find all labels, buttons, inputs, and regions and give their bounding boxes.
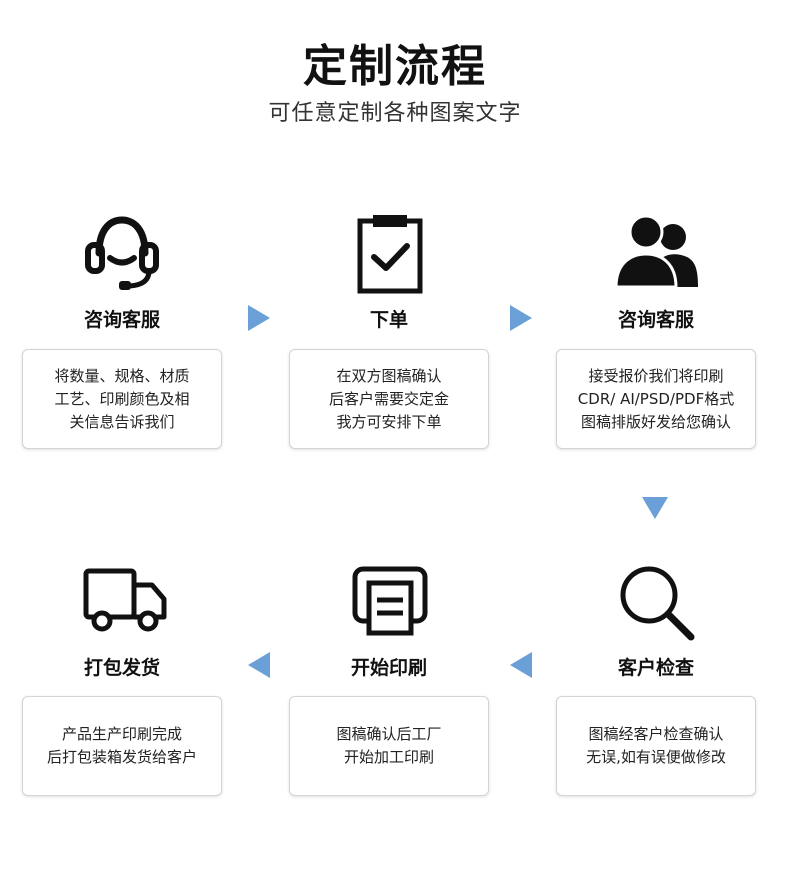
step-desc-check: 图稿经客户检查确认 无误,如有误便做修改 — [556, 696, 756, 796]
magnifier-icon — [611, 557, 701, 647]
desc-line: 开始加工印刷 — [343, 748, 434, 766]
step-title-ship: 打包发货 — [83, 657, 160, 679]
desc-line: 在双方图稿确认 — [336, 366, 442, 385]
page-title: 定制流程 — [303, 41, 487, 92]
arrow-left-icon — [248, 652, 270, 678]
step-title-consult: 咨询客服 — [83, 309, 160, 331]
desc-line: 无误,如有误便做修改 — [586, 748, 726, 766]
printer-icon — [345, 555, 435, 645]
desc-line: 图稿确认后工厂 — [336, 725, 442, 743]
desc-line: CDR/ AI/PSD/PDF格式 — [577, 389, 735, 408]
step-desc-print: 图稿确认后工厂 开始加工印刷 — [289, 696, 489, 796]
clipboard-check-icon — [345, 207, 435, 297]
step-title-order: 下单 — [369, 309, 408, 331]
truck-icon — [80, 553, 170, 643]
desc-line: 产品生产印刷完成 — [61, 725, 182, 743]
arrow-right-icon — [248, 305, 270, 331]
desc-line: 后打包装箱发货给客户 — [46, 748, 197, 766]
step-desc-consult: 将数量、规格、材质 工艺、印刷颜色及相 关信息告诉我们 — [22, 349, 222, 449]
desc-line: 将数量、规格、材质 — [54, 366, 190, 385]
page-subtitle: 可任意定制各种图案文字 — [268, 101, 522, 126]
desc-line: 图稿排版好发给您确认 — [580, 412, 731, 431]
step-title-check: 客户检查 — [617, 657, 694, 679]
step-desc-ship: 产品生产印刷完成 后打包装箱发货给客户 — [22, 696, 222, 796]
headset-icon — [77, 207, 167, 297]
desc-line: 我方可安排下单 — [336, 412, 442, 431]
desc-line: 接受报价我们将印刷 — [588, 366, 724, 385]
desc-line: 工艺、印刷颜色及相 — [54, 389, 190, 408]
desc-line: 后客户需要交定金 — [328, 389, 449, 408]
arrow-right-icon — [510, 305, 532, 331]
step-title-print: 开始印刷 — [350, 657, 427, 679]
users-icon — [611, 207, 701, 297]
step-title-quote: 咨询客服 — [617, 309, 694, 331]
step-desc-quote: 接受报价我们将印刷 CDR/ AI/PSD/PDF格式 图稿排版好发给您确认 — [556, 349, 756, 449]
step-desc-order: 在双方图稿确认 后客户需要交定金 我方可安排下单 — [289, 349, 489, 449]
arrow-down-icon — [642, 497, 668, 519]
desc-line: 关信息告诉我们 — [69, 412, 175, 431]
desc-line: 图稿经客户检查确认 — [588, 725, 724, 743]
arrow-left-icon — [510, 652, 532, 678]
